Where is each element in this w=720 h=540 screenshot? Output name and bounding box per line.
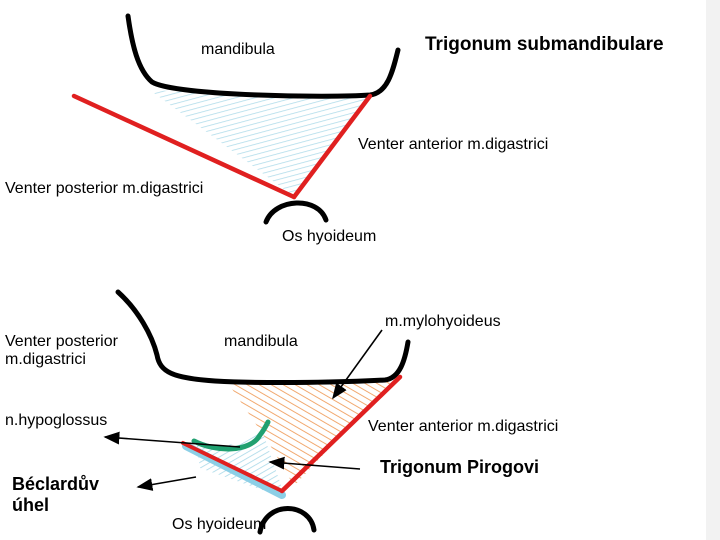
bottom-venter-posterior	[181, 441, 284, 493]
bottom-label-beclard-line2: úhel	[12, 494, 50, 515]
top-title: Trigonum submandibulare	[425, 34, 664, 55]
bottom-label-beclard: Béclardův úhel	[12, 474, 99, 515]
bottom-label-trigonum-pirogovi: Trigonum Pirogovi	[380, 457, 540, 477]
top-venter-posterior	[71, 93, 297, 200]
arrow-beclard	[136, 476, 197, 491]
bottom-label-mandibula: mandibula	[224, 333, 298, 350]
arrow-mylohyoideus	[332, 329, 383, 400]
top-label-venter-anterior: Venter anterior m.digastrici	[358, 136, 549, 153]
bottom-label-beclard-line1: Béclardův	[12, 474, 100, 494]
bottom-label-hypoglossus: n.hypoglossus	[5, 412, 108, 429]
bottom-label-mylohyoideus: m.mylohyoideus	[385, 313, 501, 330]
bottom-mylohyoid-hatch	[228, 378, 395, 486]
top-label-os-hyoideum: Os hyoideum	[282, 228, 377, 245]
arrow-pirogovi	[268, 456, 361, 470]
top-venter-anterior	[291, 93, 373, 200]
bottom-label-os-hyoideum: Os hyoideum	[172, 516, 267, 533]
top-mandible	[125, 13, 401, 99]
bottom-mandible	[115, 289, 411, 386]
bottom-label-venter-posterior-line2: m.digastrici	[5, 351, 86, 369]
bottom-hypoglossal-nerve	[191, 419, 271, 452]
bottom-label-venter-posterior-line1: Venter posterior	[5, 333, 118, 350]
bottom-diagram	[103, 289, 411, 535]
bottom-label-venter-anterior: Venter anterior m.digastrici	[368, 418, 559, 435]
right-edge-strip	[706, 0, 720, 540]
bottom-venter-anterior	[279, 374, 403, 494]
top-hyoid	[263, 200, 329, 225]
bottom-label-venter-posterior: Venter posterior m.digastrici	[5, 333, 118, 370]
bottom-hyoid	[257, 506, 317, 535]
top-label-mandibula: mandibula	[201, 41, 275, 58]
top-diagram	[71, 13, 401, 225]
arrow-hypoglossus	[103, 431, 241, 448]
top-label-venter-posterior: Venter posterior m.digastrici	[5, 180, 204, 197]
